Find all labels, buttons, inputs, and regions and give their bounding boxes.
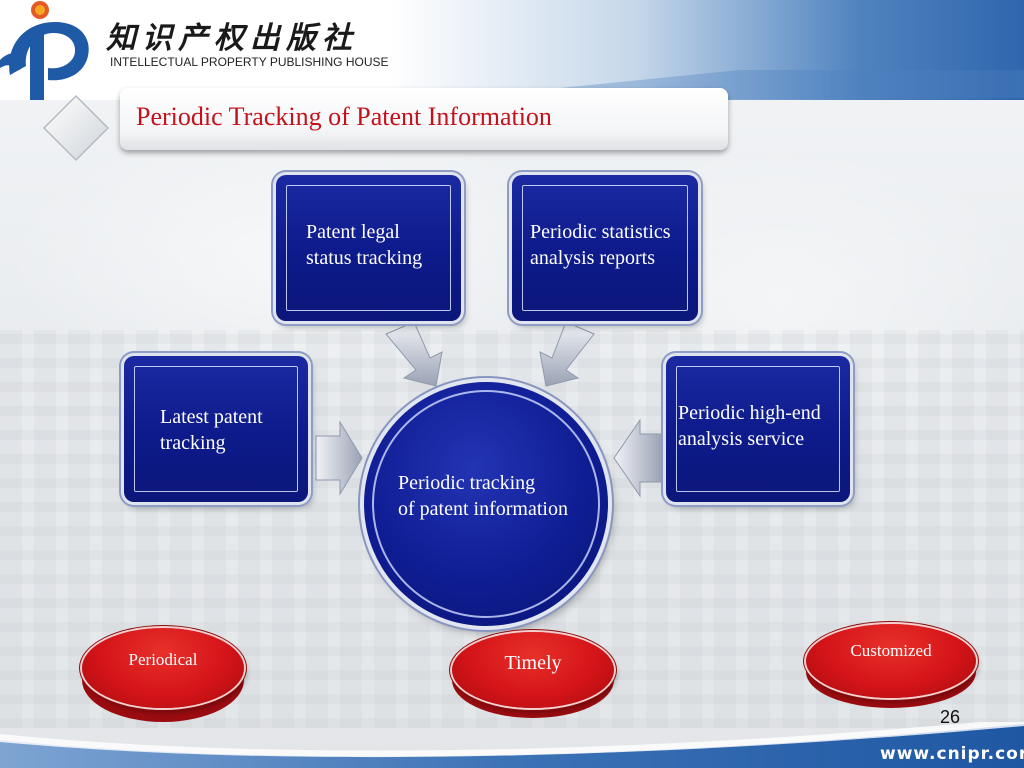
box-patent-legal-status: Patent legal status tracking <box>276 175 461 321</box>
website-url: www.cnipr.cor <box>880 744 1024 764</box>
box-periodic-high-end: Periodic high-end analysis service <box>666 356 850 502</box>
tag-timely-label: Timely <box>504 652 562 674</box>
footer-band <box>0 722 1024 768</box>
arrow-from-latest <box>315 420 363 496</box>
arrow-from-high-end <box>613 418 663 498</box>
title-bar: Periodic Tracking of Patent Information <box>120 88 728 150</box>
box-periodic-high-end-label: Periodic high-end analysis service <box>678 402 821 450</box>
box-patent-legal-status-label: Patent legal status tracking <box>306 221 423 269</box>
tag-customized: Customized <box>806 624 976 698</box>
box-latest-patent: Latest patent tracking <box>124 356 308 502</box>
tag-timely: Timely <box>452 632 614 708</box>
center-circle-label: Periodic tracking of patent information <box>398 472 568 520</box>
page-number: 26 <box>940 707 961 727</box>
center-circle: Periodic tracking of patent information <box>364 382 608 626</box>
box-periodic-statistics: Periodic statistics analysis reports <box>512 175 698 321</box>
slide-title: Periodic Tracking of Patent Information <box>136 102 552 131</box>
publisher-name-english: INTELLECTUAL PROPERTY PUBLISHING HOUSE <box>110 55 389 69</box>
publisher-name-chinese: 知识产权出版社 <box>106 21 358 56</box>
box-latest-patent-label: Latest patent tracking <box>160 406 263 454</box>
header-band <box>0 0 1024 100</box>
box-periodic-statistics-label: Periodic statistics analysis reports <box>530 221 671 269</box>
publisher-logo <box>0 1 89 100</box>
tag-periodical-label: Periodical <box>128 650 198 669</box>
arrow-from-statistics <box>539 321 595 387</box>
title-diamond-icon <box>42 94 110 162</box>
tag-customized-label: Customized <box>850 641 932 660</box>
arrow-from-legal-status <box>385 321 443 387</box>
tag-periodical: Periodical <box>82 628 244 708</box>
